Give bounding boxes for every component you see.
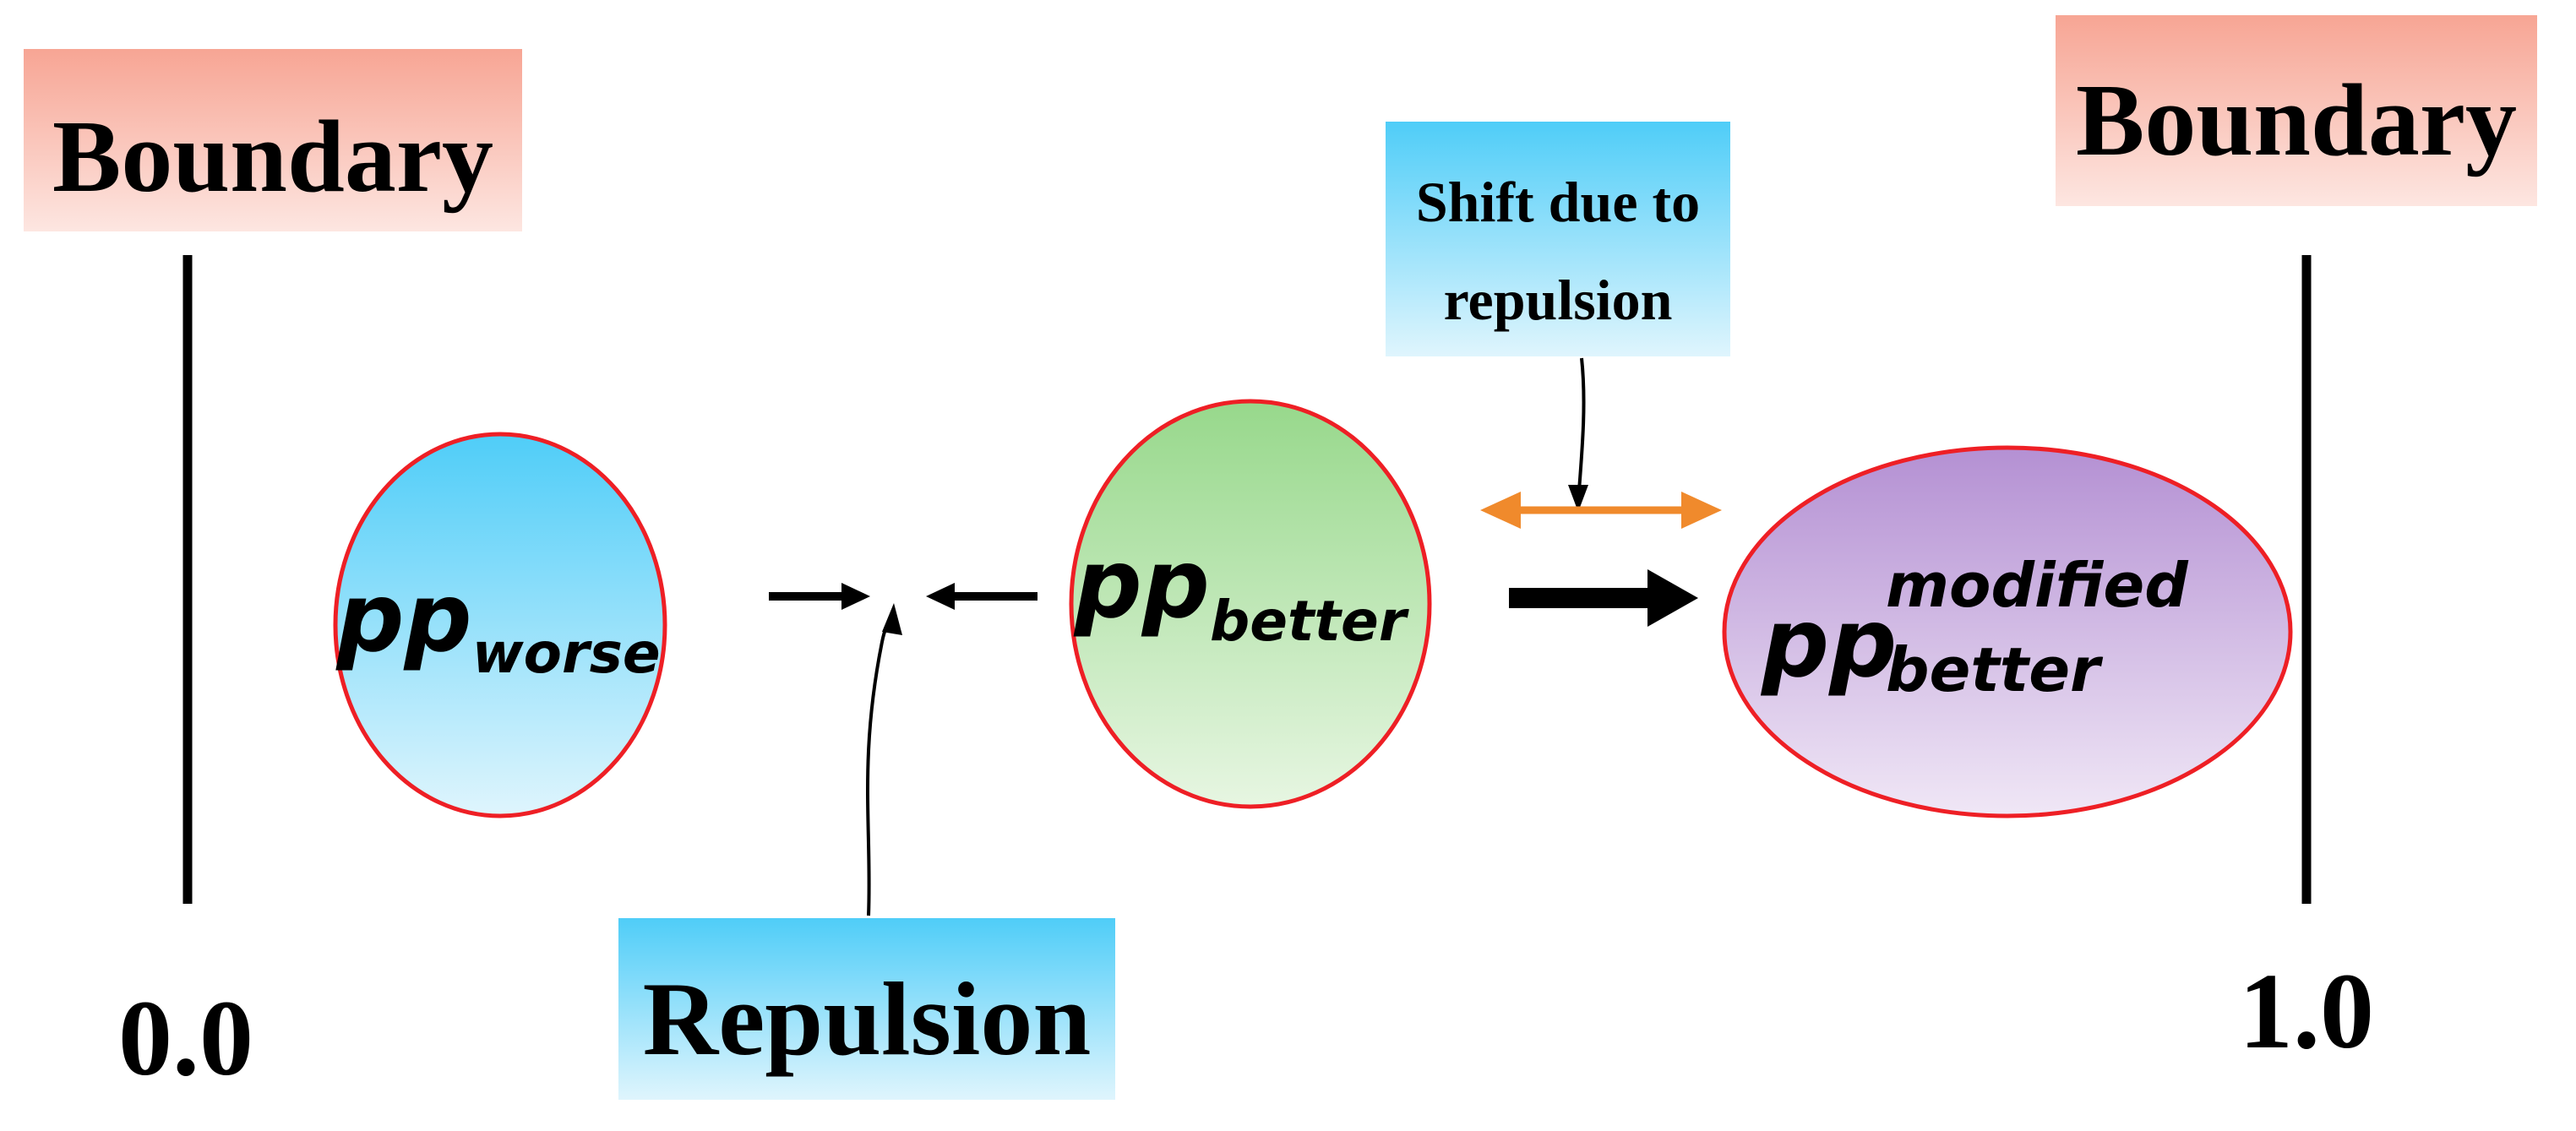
node-pp-worse-subscript: worse [472,621,661,686]
repulsion-callout: Repulsion [618,603,1115,1100]
left-boundary-label-box [24,49,522,231]
node-pp-better-modified: pp modified better [1722,445,2293,818]
shift-double-arrow [1480,492,1722,529]
node-pp-modified-superscript: modified [1886,550,2189,621]
attraction-arrow-left [926,583,1037,610]
node-pp-worse-label: ppworse [335,563,660,686]
right-boundary-label-box [2056,15,2537,206]
repulsion-callout-label: Repulsion [643,961,1092,1077]
repulsion-callout-box [618,918,1115,1100]
node-pp-worse-base: pp [335,563,471,673]
left-boundary-label: Boundary [52,100,493,214]
node-pp-worse: ppworse [333,432,667,818]
node-pp-better: ppbetter [1069,399,1432,809]
node-pp-better-base: pp [1073,530,1210,639]
shift-callout-line1: Shift due to [1416,170,1700,234]
shift-big-arrow [1509,569,1698,627]
repulsion-leader-arrowhead [882,603,902,635]
node-pp-better-label: ppbetter [1073,530,1409,654]
shift-leader-line [1577,357,1586,503]
shift-callout-line2: repulsion [1444,268,1673,332]
right-boundary-value: 1.0 [2239,951,2374,1071]
left-boundary: Boundary 0.0 [24,49,522,1098]
node-pp-better-subscript: better [1210,589,1409,654]
attraction-arrow-right [769,583,870,610]
right-boundary-label: Boundary [2076,63,2517,177]
shift-callout: Shift due to repulsion [1386,122,1730,512]
repulsion-leader-line [866,616,894,916]
node-pp-modified-base: pp [1760,589,1897,699]
right-boundary: Boundary 1.0 [2056,15,2537,1071]
node-pp-modified-subscript: better [1886,634,2104,705]
shift-callout-box [1386,122,1730,356]
shift-leader-arrowhead [1568,485,1588,512]
left-boundary-value: 0.0 [118,978,253,1098]
